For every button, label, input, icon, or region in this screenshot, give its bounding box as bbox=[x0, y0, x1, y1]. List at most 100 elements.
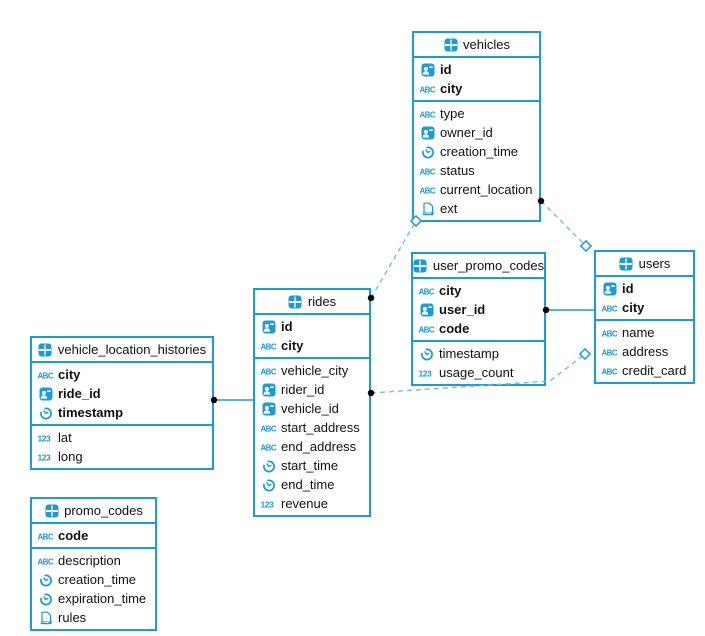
field-name: creation_time bbox=[58, 572, 137, 587]
string-type-icon: ABC bbox=[419, 81, 437, 96]
string-type-icon: ABC bbox=[601, 344, 619, 359]
columns-section: 123 lat 123 long bbox=[32, 424, 212, 468]
uuid-field-icon bbox=[418, 302, 435, 317]
string-type-icon: ABC bbox=[601, 300, 619, 315]
field-start_address: ABC start_address bbox=[255, 418, 369, 437]
number-type-icon: 123 bbox=[418, 365, 435, 380]
field-user_id: user_id bbox=[413, 300, 544, 319]
table-vehicles[interactable]: vehicles id ABC city ABC type owner_id c… bbox=[412, 31, 541, 222]
field-long: 123 long bbox=[32, 447, 212, 466]
field-owner_id: owner_id bbox=[414, 123, 539, 142]
field-end_time: end_time bbox=[255, 475, 369, 494]
string-type-icon: ABC bbox=[418, 283, 436, 298]
field-name: address bbox=[622, 344, 669, 359]
field-type: ABC type bbox=[414, 104, 539, 123]
field-name: ext bbox=[440, 201, 458, 216]
field-name: status bbox=[440, 163, 475, 178]
table-name: rides bbox=[307, 294, 337, 309]
columns-section: timestamp 123 usage_count bbox=[413, 340, 544, 384]
table-rides[interactable]: rides id ABC city ABC vehicle_city rider… bbox=[253, 288, 371, 517]
columns-section: ABC vehicle_city rider_id vehicle_id ABC… bbox=[255, 357, 369, 515]
field-name: credit_card bbox=[622, 363, 687, 378]
uuid-field-icon bbox=[601, 281, 618, 296]
field-name: start_time bbox=[281, 458, 339, 473]
svg-text:ABC: ABC bbox=[38, 532, 54, 541]
field-timestamp: timestamp bbox=[413, 344, 544, 363]
field-code: ABC code bbox=[413, 319, 544, 338]
table-name: vehicles bbox=[463, 37, 510, 52]
svg-text:123: 123 bbox=[419, 368, 432, 378]
string-type-icon: ABC bbox=[419, 163, 437, 178]
field-name: expiration_time bbox=[58, 591, 147, 606]
field-timestamp: timestamp bbox=[32, 403, 212, 422]
string-type-icon: ABC bbox=[419, 182, 437, 197]
table-promo_codes[interactable]: promo_codes ABC code ABC description cre… bbox=[30, 497, 157, 631]
field-expiration_time: expiration_time bbox=[32, 589, 155, 608]
uuid-field-icon bbox=[37, 386, 54, 401]
table-icon bbox=[288, 294, 303, 309]
field-name: id bbox=[281, 319, 293, 334]
svg-text:ABC: ABC bbox=[38, 557, 54, 566]
svg-text:ABC: ABC bbox=[602, 329, 618, 338]
table-icon bbox=[413, 258, 428, 273]
field-name: end_time bbox=[281, 477, 335, 492]
relationship-diamond bbox=[578, 347, 592, 361]
string-type-icon: ABC bbox=[37, 367, 55, 382]
uuid-field-icon bbox=[260, 319, 277, 334]
timestamp-type-icon bbox=[260, 458, 277, 473]
field-name: code bbox=[439, 321, 470, 336]
primary-key-section: id ABC city bbox=[596, 277, 693, 319]
field-name: city bbox=[622, 300, 645, 315]
field-city: ABC city bbox=[414, 79, 539, 98]
field-credit_card: ABC credit_card bbox=[596, 361, 693, 380]
svg-text:123: 123 bbox=[38, 433, 51, 443]
field-name: id bbox=[440, 62, 452, 77]
string-type-icon: ABC bbox=[418, 321, 436, 336]
svg-text:ABC: ABC bbox=[261, 342, 277, 351]
field-end_address: ABC end_address bbox=[255, 437, 369, 456]
field-name: city bbox=[440, 81, 463, 96]
field-name: long bbox=[58, 449, 83, 464]
string-type-icon: ABC bbox=[419, 106, 437, 121]
field-vehicle_city: ABC vehicle_city bbox=[255, 361, 369, 380]
string-type-icon: ABC bbox=[260, 439, 278, 454]
field-rider_id: rider_id bbox=[255, 380, 369, 399]
field-name: ride_id bbox=[58, 386, 101, 401]
field-name: revenue bbox=[281, 496, 328, 511]
field-usage_count: 123 usage_count bbox=[413, 363, 544, 382]
table-header: users bbox=[596, 252, 693, 277]
field-city: ABC city bbox=[413, 281, 544, 300]
timestamp-type-icon bbox=[260, 477, 277, 492]
field-name: rules bbox=[58, 610, 87, 625]
string-type-icon: ABC bbox=[260, 420, 278, 435]
field-name: city bbox=[58, 367, 81, 382]
table-icon bbox=[44, 503, 59, 518]
svg-text:123: 123 bbox=[38, 452, 51, 462]
relationship-diamond bbox=[579, 239, 593, 253]
field-id: id bbox=[414, 60, 539, 79]
svg-text:ABC: ABC bbox=[419, 287, 435, 296]
relationship-line-vehicles-users bbox=[540, 200, 587, 247]
svg-text:ABC: ABC bbox=[261, 424, 277, 433]
field-name: vehicle_city bbox=[281, 363, 349, 378]
field-address: ABC address bbox=[596, 342, 693, 361]
field-name: city bbox=[281, 338, 304, 353]
table-icon bbox=[443, 37, 458, 52]
uuid-field-icon bbox=[260, 382, 277, 397]
table-name: vehicle_location_histories bbox=[57, 342, 207, 357]
table-users[interactable]: users id ABC city ABC name ABC address A… bbox=[594, 250, 695, 384]
timestamp-type-icon bbox=[419, 144, 436, 159]
svg-text:ABC: ABC bbox=[420, 85, 436, 94]
field-name: creation_time bbox=[440, 144, 519, 159]
table-vehicle_location_histories[interactable]: vehicle_location_histories ABC city ride… bbox=[30, 336, 214, 470]
svg-text:ABC: ABC bbox=[602, 348, 618, 357]
primary-key-section: ABC city ride_id timestamp bbox=[32, 363, 212, 424]
field-name: ABC name bbox=[596, 323, 693, 342]
table-header: user_promo_codes bbox=[413, 254, 544, 279]
field-name: type bbox=[440, 106, 465, 121]
table-user_promo_codes[interactable]: user_promo_codes ABC city user_id ABC co… bbox=[411, 252, 546, 386]
field-name: code bbox=[58, 528, 89, 543]
timestamp-type-icon bbox=[37, 405, 54, 420]
field-name: usage_count bbox=[439, 365, 514, 380]
